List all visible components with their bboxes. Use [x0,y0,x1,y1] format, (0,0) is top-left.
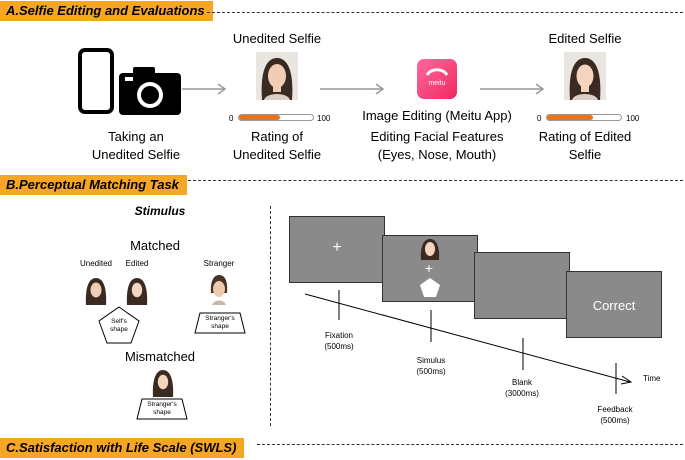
correct-text: Correct [592,298,636,313]
divider [207,12,683,13]
divider [257,444,683,445]
fixation-cross: + [424,260,434,276]
time-label: Time [643,374,661,383]
feedback-label-line2: (500ms) [600,416,630,425]
rating-edited-line2: Selfie [568,147,602,162]
meitu-text: meitu [428,80,446,87]
rating-fill [239,115,280,120]
rating-fill [547,115,593,120]
self-shape-line1: Self's [111,318,127,325]
editing-caption-line3: (Eyes, Nose, Mouth) [377,147,497,162]
unedited-selfie-label: Unedited Selfie [232,31,322,46]
face-photo [256,52,298,100]
col-edited: Edited [125,259,149,268]
section-a-title: A.Selfie Editing and Evaluations [0,1,213,21]
pentagon-shape [98,306,140,344]
taking-selfie-line2: Unedited Selfie [91,147,181,162]
face-photo [420,239,440,260]
stimulus-label-line2: (500ms) [416,367,446,376]
self-shape-line2: shape [110,326,128,333]
stimulus-heading: Stimulus [134,204,186,218]
mismatched-heading: Mismatched [124,349,196,364]
matched-heading: Matched [130,238,180,253]
scale-max: 100 [626,114,640,123]
divider [188,180,683,181]
trapezoid-shape [194,312,246,334]
stranger-shape-line2: shape [153,409,171,416]
smartphone-icon [78,48,181,115]
arrow-right [320,83,385,95]
blank-screen [474,252,570,319]
stranger-shape-line2: shape [211,323,229,330]
arrow-right [480,83,545,95]
editing-caption-line2: Editing Facial Features [370,129,504,144]
editing-caption-line1: Image Editing (Meitu App) [362,108,512,123]
arrow-right [182,83,227,95]
fixation-label-line1: Fixation [324,331,354,340]
taking-selfie-line1: Taking an [108,129,164,144]
fixation-cross: + [332,239,342,256]
scale-min: 0 [537,114,542,123]
stranger-shape-line1: Stranger's [147,401,177,408]
face-photo [83,275,109,305]
feedback-label-line1: Feedback [597,405,633,414]
face-photo [124,275,150,305]
rating-slider-edited [546,114,622,121]
scale-min: 0 [229,114,234,123]
blank-label-line2: (3000ms) [505,389,539,398]
rating-edited-line1: Rating of Edited [538,129,632,144]
feedback-screen: Correct [566,271,662,338]
time-axis [304,290,633,394]
section-c-title: C.Satisfaction with Life Scale (SWLS) [0,438,245,458]
rating-unedited-line2: Unedited Selfie [232,147,322,162]
trapezoid-shape [136,398,188,420]
col-unedited: Unedited [79,259,113,268]
blank-label-line1: Blank [511,378,533,387]
face-photo [206,273,232,305]
scale-max: 100 [317,114,331,123]
col-stranger: Stranger [203,259,235,268]
stranger-shape-line1: Stranger's [205,315,235,322]
fixation-label-line2: (500ms) [324,342,354,351]
stimulus-label-line1: Simulus [416,356,446,365]
fixation-screen: + [289,216,385,283]
meitu-app-icon: meitu [417,59,457,99]
stimulus-screen: + [382,235,478,302]
pentagon-shape [420,278,440,297]
rating-slider-unedited [238,114,314,121]
edited-selfie-label: Edited Selfie [548,31,622,46]
face-photo [564,52,606,100]
face-photo [150,367,176,397]
section-b-title: B.Perceptual Matching Task [0,175,187,195]
divider [270,206,271,426]
rating-unedited-line1: Rating of [250,129,304,144]
